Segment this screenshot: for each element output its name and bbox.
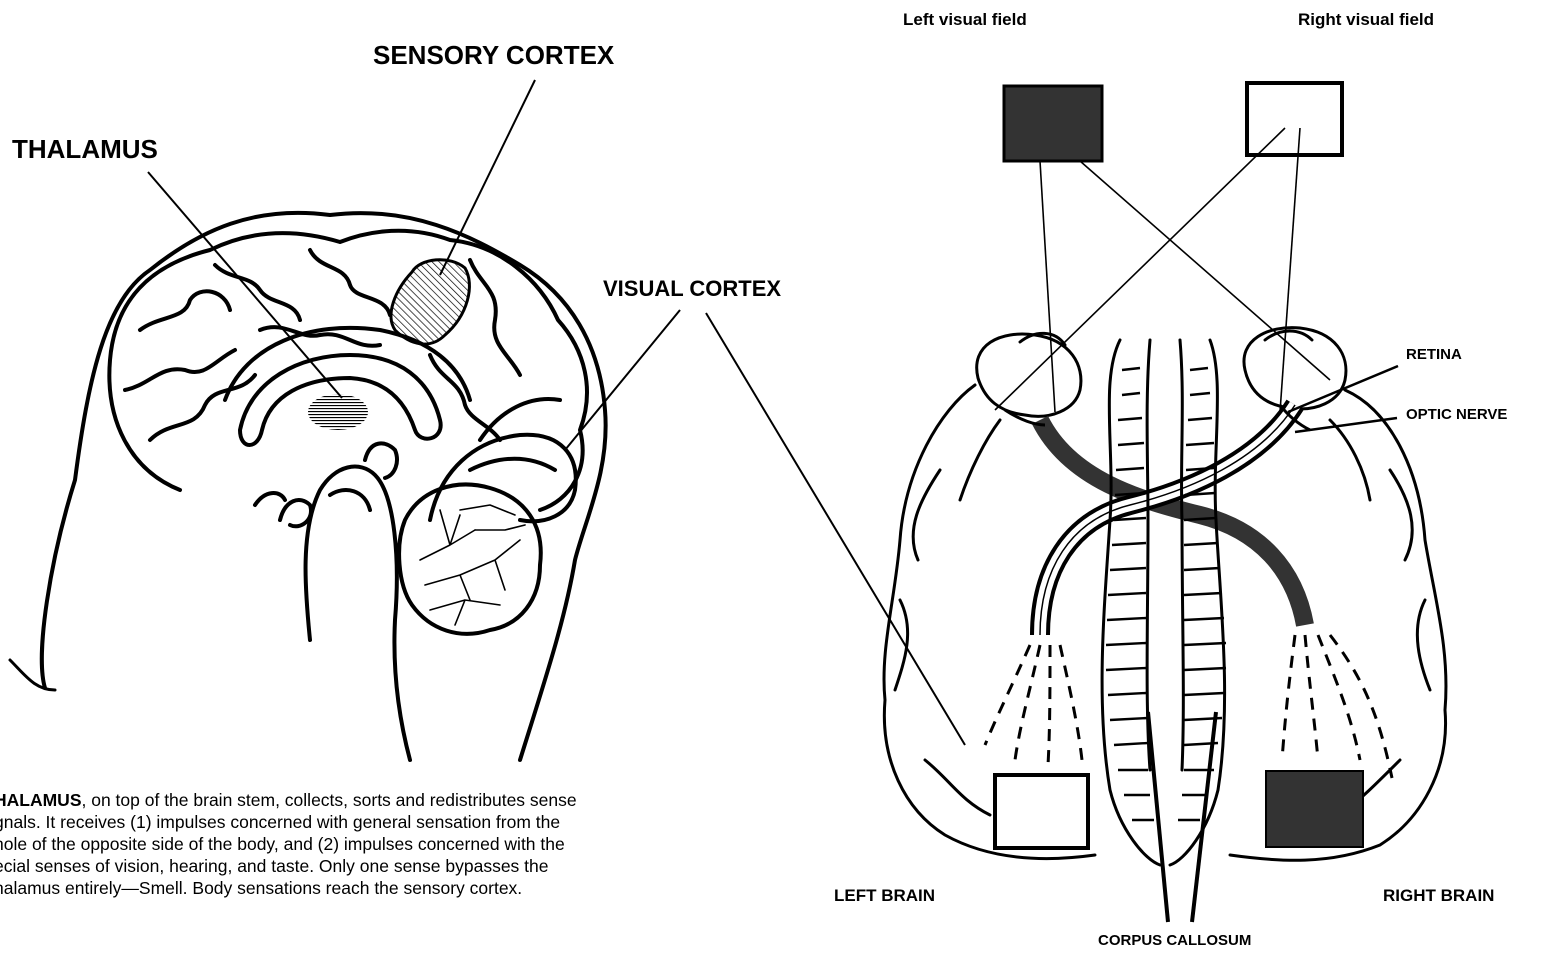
label-right-visual-field: Right visual field xyxy=(1298,10,1434,30)
label-thalamus: THALAMUS xyxy=(12,134,158,165)
left-brain-field-square xyxy=(995,775,1088,848)
right-leader-lines xyxy=(1288,366,1398,432)
left-hemisphere-lobes xyxy=(895,470,990,815)
right-hemisphere-lobes xyxy=(1340,470,1430,815)
temporal-fold xyxy=(470,459,555,470)
label-left-visual-field: Left visual field xyxy=(903,10,1027,30)
right-eye xyxy=(1244,328,1346,409)
caption-line-4: ecial senses of vision, hearing, and tas… xyxy=(0,855,710,877)
caption-line-1-rest: , on top of the brain stem, collects, so… xyxy=(82,790,577,810)
leader-thalamus xyxy=(148,172,342,398)
caption-line-1: HALAMUS, on top of the brain stem, colle… xyxy=(0,789,710,811)
gyrus-2 xyxy=(125,350,235,390)
caption-lead: HALAMUS xyxy=(0,790,82,810)
thalamus-region xyxy=(308,394,368,430)
temporal-lobe xyxy=(430,435,576,522)
sagittal-brain xyxy=(10,213,606,760)
cerebellum-arbor xyxy=(420,505,525,625)
label-sensory-cortex: SENSORY CORTEX xyxy=(373,40,614,71)
caption-line-2: gnals. It receives (1) impulses concerne… xyxy=(0,811,710,833)
thalamus-caption: HALAMUS, on top of the brain stem, colle… xyxy=(0,789,710,899)
gyrus-1 xyxy=(140,291,230,330)
label-left-brain: LEFT BRAIN xyxy=(834,886,935,906)
right-brain-field-square xyxy=(1266,771,1363,847)
pituitary xyxy=(280,500,311,526)
label-optic-nerve: OPTIC NERVE xyxy=(1406,406,1507,423)
gyrus-4 xyxy=(215,265,300,320)
visual-rays xyxy=(995,128,1330,412)
sensory-cortex-region xyxy=(391,260,469,344)
gyrus-6 xyxy=(470,260,520,375)
head-chin xyxy=(10,660,55,690)
left-temporal xyxy=(960,420,1000,500)
caption-line-5: halamus entirely—Smell. Body sensations … xyxy=(0,877,710,899)
label-visual-cortex: VISUAL CORTEX xyxy=(603,276,781,302)
left-visual-field-square xyxy=(1004,86,1102,161)
basal-fold xyxy=(255,493,285,505)
caption-line-3: hole of the opposite side of the body, a… xyxy=(0,833,710,855)
leader-visual-cortex-right xyxy=(706,313,965,745)
optic-nerves xyxy=(1005,405,1310,635)
leader-retina xyxy=(1288,366,1398,412)
optic-radiations xyxy=(985,635,1392,778)
leader-optic-nerve xyxy=(1295,418,1397,432)
right-visual-field-square xyxy=(1247,83,1342,155)
callosum-striations xyxy=(1106,368,1226,820)
brain-stem xyxy=(306,467,410,760)
label-corpus-callosum: CORPUS CALLOSUM xyxy=(1098,932,1251,949)
brain-stem-inner xyxy=(330,490,370,510)
label-right-brain: RIGHT BRAIN xyxy=(1383,886,1494,906)
gyrus-5 xyxy=(310,250,390,315)
label-retina: RETINA xyxy=(1406,346,1462,363)
right-eye-lens xyxy=(1265,331,1312,340)
right-temporal xyxy=(1330,420,1370,500)
